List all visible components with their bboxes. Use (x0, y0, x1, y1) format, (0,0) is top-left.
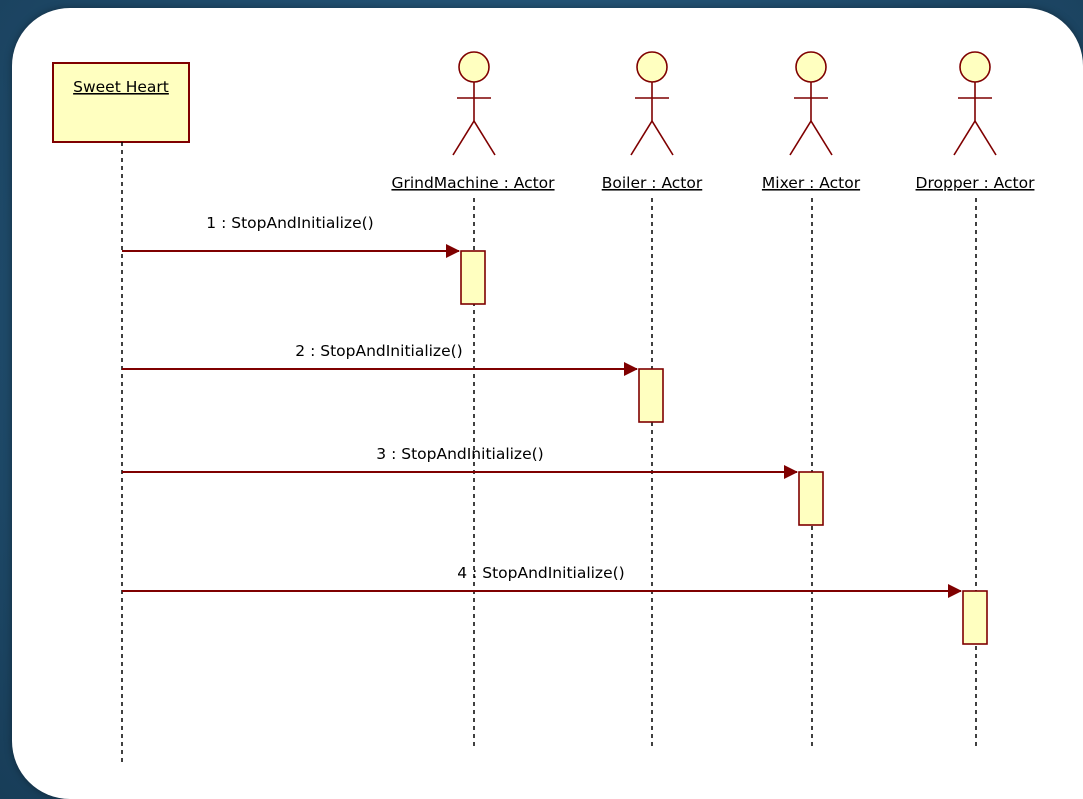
message-label: 2 : StopAndInitialize() (295, 342, 462, 360)
activation-box (638, 368, 664, 423)
actor-mixer[interactable]: Mixer : Actor (762, 51, 861, 748)
actor-icon (953, 51, 997, 156)
message-label: 1 : StopAndInitialize() (206, 214, 373, 232)
object-name: Sweet Heart (73, 78, 169, 96)
sequence-diagram: Sweet Heart GrindMachine : Actor (52, 51, 1036, 762)
actor-label: Boiler : Actor (602, 174, 703, 192)
actor-label: Mixer : Actor (762, 174, 861, 192)
actor-icon (630, 51, 674, 156)
message-label: 3 : StopAndInitialize() (376, 445, 543, 463)
actor-icon (452, 51, 496, 156)
message-1[interactable]: 1 : StopAndInitialize() (122, 214, 486, 305)
message-2[interactable]: 2 : StopAndInitialize() (122, 342, 664, 423)
message-label: 4 : StopAndInitialize() (457, 564, 624, 582)
actor-dropper[interactable]: Dropper : Actor (916, 51, 1036, 748)
object-box (52, 62, 190, 143)
message-4[interactable]: 4 : StopAndInitialize() (122, 564, 988, 645)
diagram-panel: Sweet Heart GrindMachine : Actor (12, 8, 1083, 799)
actor-icon (789, 51, 833, 156)
activation-box (962, 590, 988, 645)
actor-label: GrindMachine : Actor (391, 174, 555, 192)
activation-box (460, 250, 486, 305)
actor-label: Dropper : Actor (916, 174, 1036, 192)
message-3[interactable]: 3 : StopAndInitialize() (122, 445, 824, 526)
object-sweet-heart[interactable]: Sweet Heart (52, 62, 190, 762)
actor-grindmachine[interactable]: GrindMachine : Actor (391, 51, 555, 748)
activation-box (798, 471, 824, 526)
